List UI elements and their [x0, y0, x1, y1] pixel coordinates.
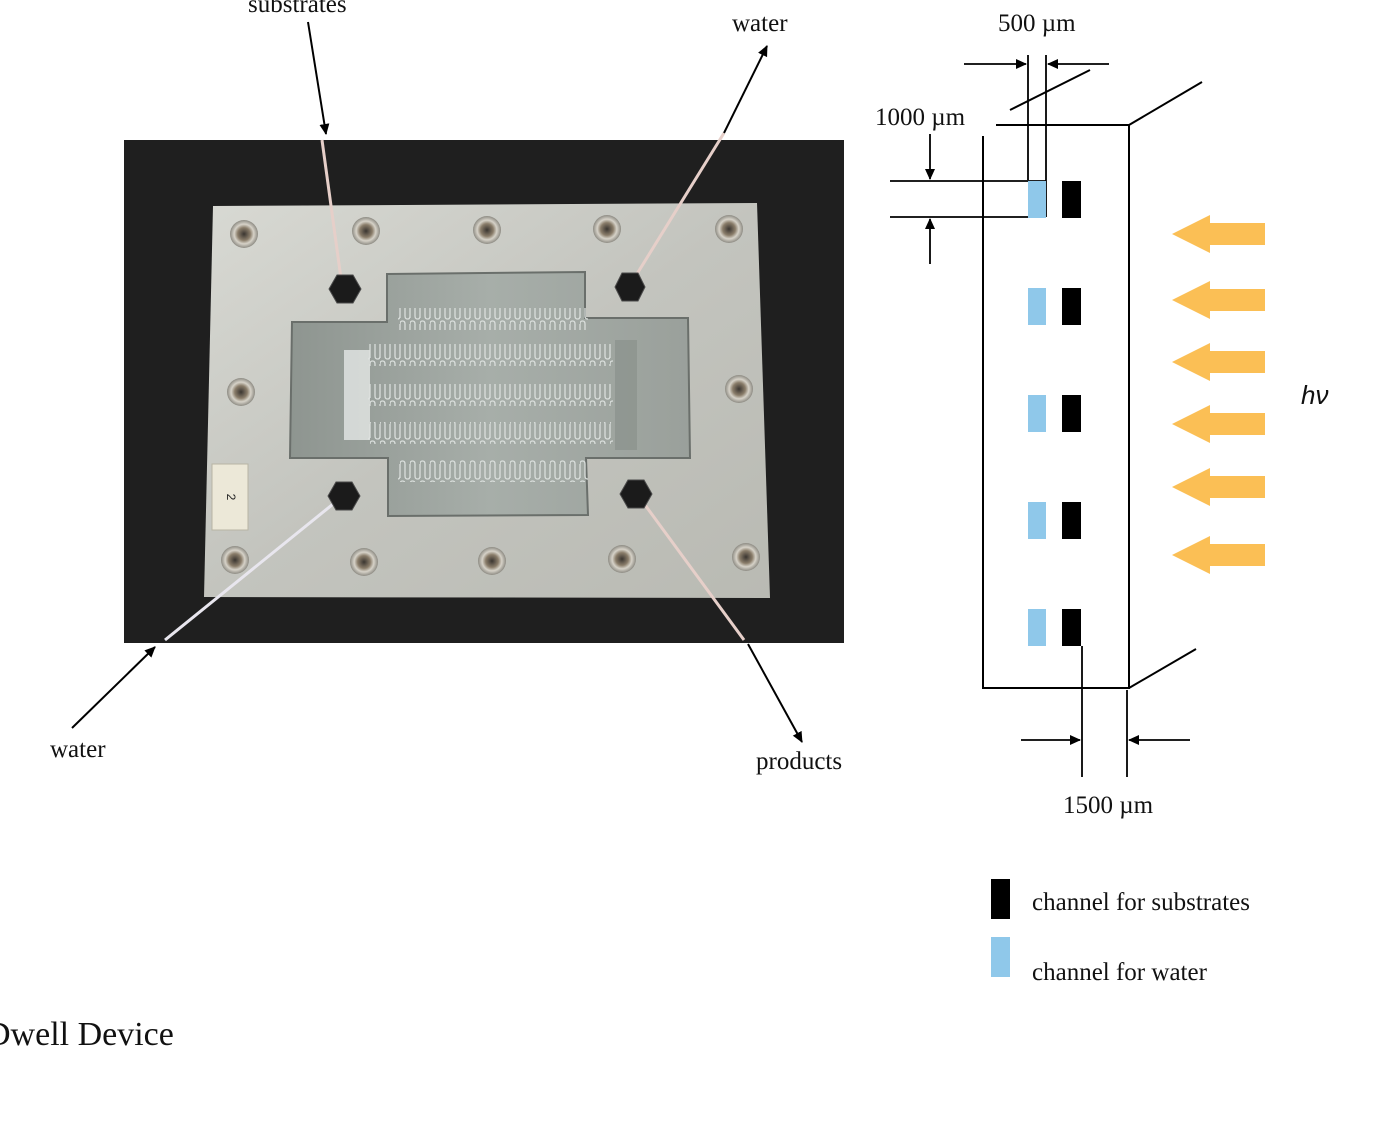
- dimension-1500: [1021, 646, 1190, 777]
- light-arrows: [1172, 215, 1265, 574]
- serpentine-row: [368, 344, 613, 366]
- fitting-icon: [328, 274, 362, 304]
- legend: channel for substrates channel for water: [991, 879, 1250, 986]
- water-channel: [1028, 502, 1046, 539]
- water-channel: [1028, 181, 1046, 218]
- bolt-icon: [227, 378, 255, 406]
- water-channel: [1028, 288, 1046, 325]
- light-arrow-icon: [1172, 536, 1265, 574]
- bolt-row-top: [230, 215, 743, 248]
- legend-label-substrates: channel for substrates: [1032, 889, 1250, 916]
- window-edge: [615, 340, 637, 450]
- bolt-row-bottom: [221, 543, 760, 576]
- legend-swatch-substrates: [991, 879, 1010, 919]
- label-products: products: [756, 748, 842, 775]
- tube-substrates: [320, 139, 344, 287]
- bolt-icon: [221, 546, 249, 574]
- bolt-icon: [732, 543, 760, 571]
- channel-pair-3: [1028, 395, 1081, 432]
- light-arrow-icon: [1172, 343, 1265, 381]
- plate-tag-number: 2: [224, 494, 238, 501]
- dim-label-1000: 1000 µm: [875, 104, 966, 131]
- light-label: hν: [1301, 380, 1328, 410]
- dim-label-1500: 1500 µm: [1063, 792, 1154, 819]
- label-substrates: substrates: [248, 0, 347, 18]
- channel-pair-1: [1028, 181, 1081, 218]
- bolt-icon: [350, 548, 378, 576]
- tube-water-out: [630, 132, 726, 283]
- bolt-icon: [478, 547, 506, 575]
- plate-tag: [211, 463, 249, 531]
- substrate-channel: [1062, 609, 1081, 646]
- fitting-icon: [614, 272, 646, 302]
- substrate-channel: [1062, 181, 1081, 218]
- device-photo: 2: [124, 132, 844, 643]
- arrow-water-bottom: [71, 646, 156, 729]
- plate-outline: [982, 124, 1130, 689]
- bolt-icon: [725, 375, 753, 403]
- substrate-channel: [1062, 502, 1081, 539]
- figure-caption: Dwell Device: [0, 1016, 174, 1053]
- serpentine-row: [398, 308, 588, 330]
- perspective-edge-mid: [1009, 69, 1091, 111]
- perspective-edge-bottom: [1128, 648, 1197, 689]
- light-arrow-icon: [1172, 281, 1265, 319]
- fitting-icon: [327, 481, 361, 511]
- water-channel: [1028, 609, 1046, 646]
- substrate-channel: [1062, 395, 1081, 432]
- fitting-icon: [619, 479, 653, 509]
- dimension-1000: [890, 134, 1046, 264]
- bolt-icon: [715, 215, 743, 243]
- serpentine-row: [398, 460, 588, 482]
- dim-label-500: 500 µm: [998, 10, 1076, 37]
- arrow-substrates: [307, 21, 330, 135]
- arrow-products: [747, 643, 803, 743]
- serpentine-row: [368, 422, 613, 444]
- light-arrow-icon: [1172, 468, 1265, 506]
- bolt-icon: [608, 545, 636, 573]
- tube-products: [635, 493, 746, 641]
- water-channel: [1028, 395, 1046, 432]
- light-arrow-icon: [1172, 215, 1265, 253]
- channel-pair-2: [1028, 288, 1081, 325]
- bolt-icon: [473, 216, 501, 244]
- tube-water-in: [164, 494, 344, 642]
- light-arrow-icon: [1172, 405, 1265, 443]
- arrow-water-top: [723, 45, 768, 134]
- substrate-channel: [1062, 288, 1081, 325]
- serpentine-row: [368, 384, 613, 406]
- legend-swatch-water: [991, 937, 1010, 977]
- window-clamp: [344, 350, 370, 440]
- channel-pair-5: [1028, 609, 1081, 646]
- label-water-top: water: [732, 10, 788, 37]
- bolt-icon: [352, 217, 380, 245]
- legend-label-water: channel for water: [1032, 959, 1208, 986]
- label-water-bottom: water: [50, 736, 106, 763]
- channel-schematic: [982, 69, 1203, 689]
- channel-pair-4: [1028, 502, 1081, 539]
- bolt-icon: [230, 220, 258, 248]
- bolt-icon: [593, 215, 621, 243]
- perspective-edge-top: [1128, 81, 1203, 126]
